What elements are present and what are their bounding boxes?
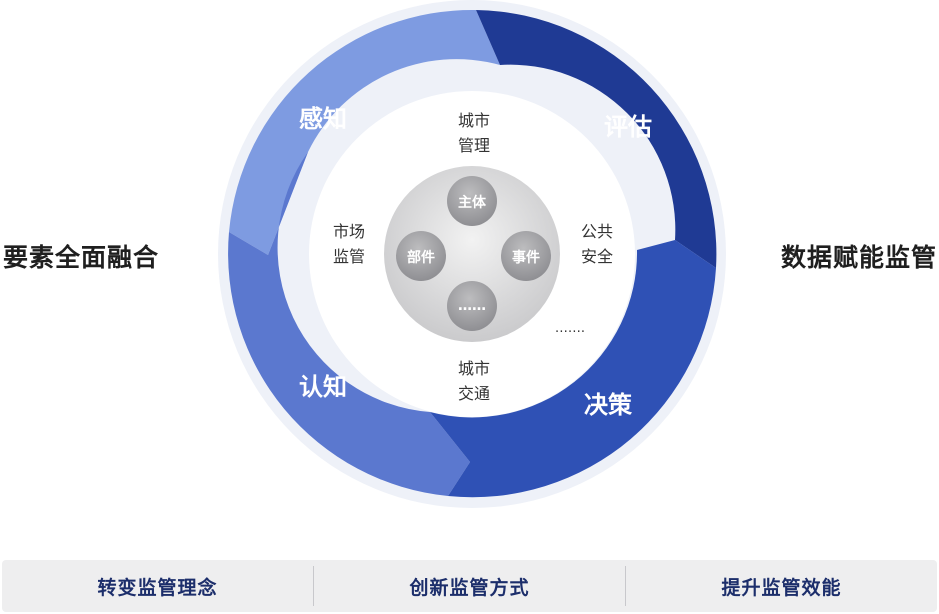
- ring-label-perceive: 感知: [299, 105, 347, 133]
- right-title: 数据赋能监管: [780, 243, 937, 272]
- ring-label-evaluate: 评估: [604, 113, 652, 141]
- core-label-subject: 主体: [458, 194, 487, 211]
- inner-label-city-management-2: 管理: [458, 136, 490, 155]
- core-label-component: 部件: [407, 249, 435, 266]
- inner-label-public-safety-1: 公共: [581, 222, 613, 241]
- bar-divider: [313, 566, 314, 606]
- core-bubble-subject: [447, 176, 497, 226]
- ring-segment-decide: [430, 240, 716, 498]
- core-circle: [384, 166, 560, 342]
- inner-label-market-supervision-2: 监管: [333, 247, 365, 266]
- cycle-diagram: 主体 部件 事件 …… 感知 评估 认知 决策 城市 管理 市场 监管 公共 安…: [218, 0, 726, 508]
- bar-item-method: 创新监管方式: [409, 576, 530, 599]
- bar-item-efficiency: 提升监管效能: [721, 576, 842, 599]
- inner-label-city-traffic-1: 城市: [458, 359, 490, 378]
- core-bubble-component: [396, 231, 446, 281]
- bottom-bar: 转变监管理念 创新监管方式 提升监管效能: [2, 560, 937, 612]
- ring-label-cognize: 认知: [299, 373, 347, 401]
- bar-divider: [625, 566, 626, 606]
- ring-segment-cognize: [228, 152, 470, 496]
- inner-label-market-supervision-1: 市场: [333, 222, 365, 241]
- inner-label-more: …….: [555, 321, 585, 336]
- bar-item-concept: 转变监管理念: [97, 576, 218, 599]
- inner-label-public-safety-2: 安全: [581, 247, 613, 266]
- ring-segment-evaluate: [476, 10, 717, 268]
- ring-label-decide: 决策: [584, 391, 633, 419]
- core-bubble-event: [501, 231, 551, 281]
- inner-label-city-management-1: 城市: [458, 111, 490, 130]
- left-title: 要素全面融合: [3, 243, 160, 272]
- inner-label-city-traffic-2: 交通: [458, 384, 490, 403]
- ring-segment-perceive: [229, 9, 500, 255]
- core-bubble-more: [447, 281, 497, 331]
- core-label-event: 事件: [512, 249, 540, 266]
- core-label-more: ……: [458, 298, 486, 314]
